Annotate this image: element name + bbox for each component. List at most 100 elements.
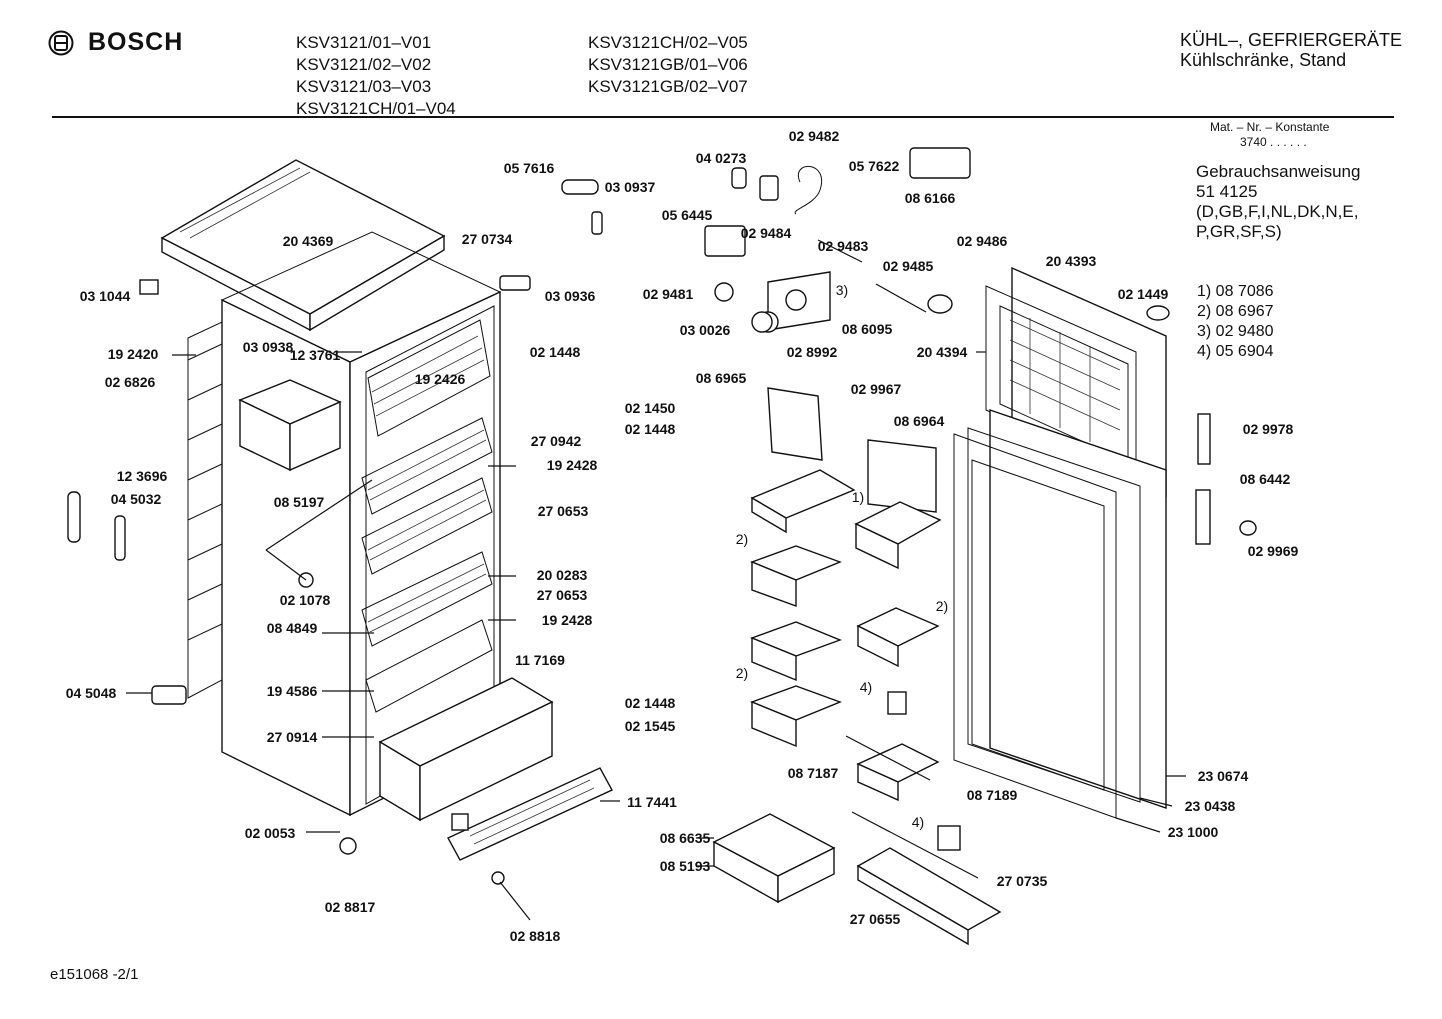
part-number-label: 27 0653 [537,587,588,603]
part-number-label: 02 8818 [510,928,561,944]
footnote: 2) 08 6967 [1197,303,1274,320]
part-number-label: 02 1448 [530,344,581,360]
thermostat-assembly [561,147,971,333]
part-number-label: 27 0735 [997,873,1048,889]
door-assembly [953,266,1257,819]
part-number-label: 23 0674 [1198,768,1249,784]
part-number-label: 19 2428 [542,612,593,628]
model-number: KSV3121/01–V01 [296,33,432,52]
part-number-label: 27 0942 [531,433,582,449]
part-number-label: 02 1449 [1118,286,1169,302]
fridge-cabinet [67,159,613,885]
part-number-label: 08 6095 [842,321,893,337]
part-number-label: 08 6965 [696,370,747,386]
part-number-label: 20 0283 [537,567,588,583]
document-id: e151068 -2/1 [50,966,139,983]
part-number-label: 19 2428 [547,457,598,473]
part-number-label: 02 1545 [625,718,676,734]
part-number-label: 08 6442 [1240,471,1291,487]
part-number-label: 02 0053 [245,825,296,841]
manual-languages: P,GR,SF,S) [1196,222,1282,241]
part-number-label: 27 0655 [850,911,901,927]
part-number-label: 02 6826 [105,374,156,390]
model-number: KSV3121GB/02–V07 [588,77,748,96]
part-number-label: 08 5193 [660,858,711,874]
part-number-label: 05 7622 [849,158,900,174]
model-list-left: KSV3121/01–V01 KSV3121/02–V02 KSV3121/03… [296,32,456,120]
part-number-label: 04 5032 [111,491,162,507]
callout-label: 4) [912,814,924,830]
part-number-label: 12 3761 [290,347,341,363]
part-number-label: 02 9483 [818,238,869,254]
part-number-label: 02 9967 [851,381,902,397]
part-number-label: 20 4393 [1046,253,1097,269]
part-number-label: 08 6635 [660,830,711,846]
part-number-label: 27 0914 [267,729,318,745]
manual-number: 51 4125 [1196,182,1258,201]
product-category: KÜHL–, GEFRIERGERÄTE Kühlschränke, Stand [1180,30,1402,70]
part-number-label: 08 7187 [788,765,839,781]
part-number-label: 02 9484 [741,225,792,241]
footnote: 4) 05 6904 [1197,343,1274,360]
part-number-label: 02 1448 [625,695,676,711]
door-bins [712,387,1002,946]
callout-label: 2) [736,665,748,681]
callout-label: 4) [860,679,872,695]
material-number-label: Mat. – Nr. – Konstante [1210,120,1330,134]
part-number-label: 08 5197 [274,494,325,510]
part-number-label: 03 0937 [605,179,656,195]
material-number-value: 3740 . . . . . . [1240,135,1307,149]
part-number-label: 02 9486 [957,233,1008,249]
part-number-label: 23 0438 [1185,798,1236,814]
part-number-label: 03 0026 [680,322,731,338]
model-number: KSV3121/03–V03 [296,77,432,96]
part-number-label: 08 7189 [967,787,1018,803]
part-number-label: 08 6166 [905,190,956,206]
part-number-label: 19 2420 [108,346,159,362]
footnote: 1) 08 7086 [1197,283,1274,300]
model-number: KSV3121CH/02–V05 [588,33,748,52]
part-number-label: 02 1448 [625,421,676,437]
part-number-label: 12 3696 [117,468,168,484]
part-number-label: 02 8817 [325,899,376,915]
model-list-right: KSV3121CH/02–V05 KSV3121GB/01–V06 KSV312… [588,32,748,98]
part-number-label: 05 6445 [662,207,713,223]
category-subtitle: Kühlschränke, Stand [1180,50,1347,70]
manual-block: Gebrauchsanweisung 51 4125 (D,GB,F,I,NL,… [1196,162,1360,242]
callout-label: 2) [736,531,748,547]
model-number: KSV3121CH/01–V04 [296,99,456,118]
part-number-label: 03 0936 [545,288,596,304]
part-number-label: 02 8992 [787,344,838,360]
part-number-label: 23 1000 [1168,824,1219,840]
leader-lines [126,351,1186,921]
part-number-label: 04 5048 [66,685,117,701]
footnote-list: 1) 08 7086 2) 08 6967 3) 02 9480 4) 05 6… [1197,282,1274,362]
part-number-label: 27 0653 [538,503,589,519]
part-number-label: 03 0938 [243,339,294,355]
part-number-label: 20 4369 [283,233,334,249]
manual-title: Gebrauchsanweisung [1196,162,1361,181]
part-number-labels: 20 4369 27 0734 03 1044 03 0936 03 0938 19 24… [66,128,1299,944]
part-number-label: 05 7616 [504,160,555,176]
part-number-label: 08 4849 [267,620,318,636]
part-number-label: 02 1078 [280,592,331,608]
part-number-label: 03 1044 [80,288,131,304]
part-number-label: 11 7441 [627,794,677,810]
part-number-label: 02 9485 [883,258,934,274]
part-number-label: 20 4394 [917,344,968,360]
part-number-label: 02 9482 [789,128,840,144]
part-number-label: 19 4586 [267,683,318,699]
callout-label: 3) [836,282,848,298]
model-number: KSV3121GB/01–V06 [588,55,748,74]
manual-languages: (D,GB,F,I,NL,DK,N,E, [1196,202,1359,221]
part-number-label: 02 9969 [1248,543,1299,559]
callout-labels: 1)2)2)2)4)3)4) [736,282,948,830]
part-number-label: 27 0734 [462,231,513,247]
part-number-label: 02 9978 [1243,421,1294,437]
part-number-label: 11 7169 [515,652,565,668]
part-number-label: 02 1450 [625,400,676,416]
bosch-armature-icon [48,30,74,55]
brand-name: BOSCH [88,28,184,56]
model-number: KSV3121/02–V02 [296,55,432,74]
